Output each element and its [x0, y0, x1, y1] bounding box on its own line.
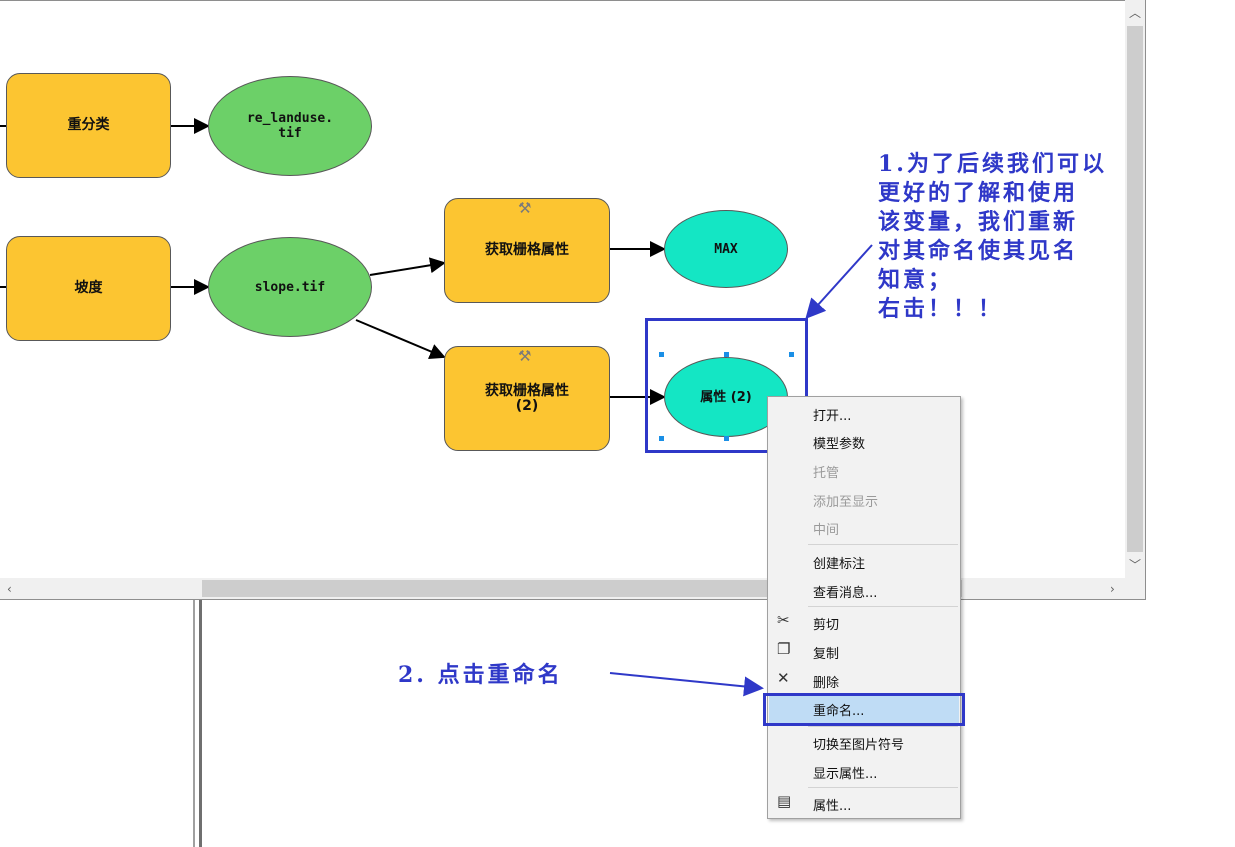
var-re-landuse-line1: re_landuse.: [246, 111, 334, 126]
menu-separator: [808, 544, 958, 545]
tool-get-raster-prop[interactable]: 获取栅格属性: [444, 198, 610, 303]
selection-handle[interactable]: [659, 436, 664, 441]
annotation-arrow-2: [609, 672, 764, 697]
annotation-box-rename: [763, 693, 965, 726]
menu-item-cut[interactable]: 剪切: [813, 618, 840, 633]
menu-item-open[interactable]: 打开...: [813, 409, 852, 424]
context-menu: 打开... 模型参数 托管 添加至显示 中间 创建标注 查看消息... ✂ 剪切…: [767, 396, 961, 819]
connector-slope-getprop2: [355, 319, 446, 359]
var-max-label: MAX: [714, 241, 738, 257]
selection-handle[interactable]: [724, 436, 729, 441]
menu-separator: [808, 606, 958, 607]
hammer-icon: ⚒: [518, 199, 532, 217]
var-prop2-label: 属性 (2): [700, 389, 752, 405]
menu-highlight: [769, 694, 959, 724]
scroll-left-icon[interactable]: ‹: [7, 582, 12, 596]
menu-item-delete[interactable]: 删除: [813, 676, 840, 691]
properties-icon: ▤: [777, 792, 792, 810]
tool-get-raster-prop-2-label: 获取栅格属性: [485, 382, 569, 399]
var-re-landuse[interactable]: re_landuse. tif: [208, 76, 372, 176]
menu-item-model-param[interactable]: 模型参数: [813, 437, 866, 452]
copy-icon: ❐: [777, 640, 791, 658]
var-slope-tif-label: slope.tif: [254, 279, 326, 295]
menu-item-view-messages[interactable]: 查看消息...: [813, 586, 878, 601]
resize-grip[interactable]: [1125, 578, 1145, 599]
tool-reclassify-label: 重分类: [67, 117, 110, 133]
selection-handle[interactable]: [724, 352, 729, 357]
hammer-icon: ⚒: [518, 347, 532, 365]
tool-slope[interactable]: 坡度: [6, 236, 171, 341]
selection-handle[interactable]: [659, 352, 664, 357]
menu-item-add-to-display: 添加至显示: [813, 495, 879, 510]
menu-item-display-props[interactable]: 显示属性...: [813, 767, 878, 782]
panel-divider: [199, 600, 202, 847]
menu-item-copy[interactable]: 复制: [813, 647, 840, 662]
tool-slope-label: 坡度: [74, 280, 103, 296]
scroll-right-icon[interactable]: ›: [1110, 582, 1115, 596]
menu-separator: [808, 726, 958, 727]
annotation-arrow-1: [805, 244, 873, 319]
panel-divider: [193, 600, 195, 847]
tool-get-raster-prop-2[interactable]: 获取栅格属性 (2): [444, 346, 610, 451]
annotation-note-2: 2. 点击重命名: [398, 662, 563, 688]
connector-slope-getprop: [369, 257, 446, 276]
scissors-icon: ✂: [777, 611, 790, 629]
menu-separator: [808, 787, 958, 788]
menu-item-managed: 托管: [813, 466, 840, 481]
menu-item-intermediate: 中间: [813, 523, 840, 538]
annotation-note-1: 1.为了后续我们可以 更好的了解和使用 该变量，我们重新 对其命名使其见名 知意…: [878, 151, 1107, 322]
scroll-up-icon[interactable]: ︿: [1129, 6, 1142, 20]
menu-item-properties[interactable]: 属性...: [813, 799, 852, 814]
menu-item-create-label[interactable]: 创建标注: [813, 557, 866, 572]
menu-item-rename[interactable]: 重命名...: [813, 704, 865, 719]
delete-x-icon: ✕: [777, 669, 790, 687]
annotation-box-variable: [645, 318, 808, 453]
var-slope-tif[interactable]: slope.tif: [208, 237, 372, 337]
scroll-down-icon[interactable]: ﹀: [1129, 558, 1142, 572]
tool-get-raster-prop-label: 获取栅格属性: [485, 242, 569, 258]
tool-get-raster-prop-2-suffix: (2): [515, 397, 539, 414]
var-re-landuse-line2: tif: [278, 126, 302, 141]
vertical-scroll-thumb[interactable]: [1127, 26, 1143, 552]
var-max[interactable]: MAX: [664, 210, 788, 288]
tool-reclassify[interactable]: 重分类: [6, 73, 171, 178]
menu-item-switch-graphic[interactable]: 切换至图片符号: [813, 738, 905, 753]
selection-handle[interactable]: [789, 352, 794, 357]
